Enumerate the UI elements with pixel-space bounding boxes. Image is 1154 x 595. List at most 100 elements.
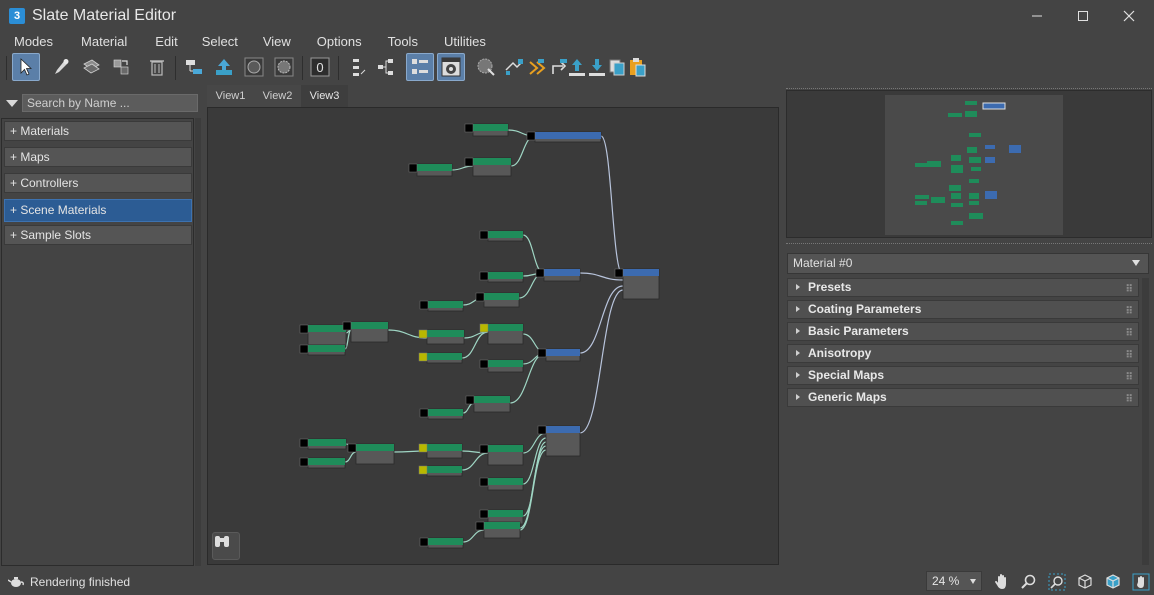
navigator-panel[interactable] bbox=[786, 90, 1152, 238]
delete-selected-button[interactable] bbox=[143, 53, 171, 81]
map-node[interactable] bbox=[418, 443, 463, 459]
tab-view1[interactable]: View1 bbox=[207, 85, 254, 107]
map-node[interactable] bbox=[418, 329, 465, 345]
navigator-map[interactable] bbox=[885, 95, 1063, 235]
map-node[interactable] bbox=[479, 230, 524, 242]
map-node[interactable] bbox=[419, 537, 464, 549]
map-node[interactable] bbox=[479, 444, 524, 466]
map-node[interactable] bbox=[479, 477, 524, 491]
put-material-to-scene-button[interactable] bbox=[77, 53, 105, 81]
browser-group-materials[interactable]: + Materials bbox=[4, 121, 192, 141]
close-button[interactable] bbox=[1106, 0, 1152, 31]
parameter-scrollbar[interactable] bbox=[1142, 278, 1149, 565]
node-wire[interactable] bbox=[522, 234, 545, 274]
map-node[interactable] bbox=[475, 292, 520, 308]
navigator-button[interactable] bbox=[212, 532, 240, 560]
menu-material[interactable]: Material bbox=[81, 33, 128, 49]
search-by-name-input[interactable] bbox=[22, 94, 198, 112]
menu-tools[interactable]: Tools bbox=[387, 33, 418, 49]
menu-modes[interactable]: Modes bbox=[14, 33, 54, 49]
pan-button[interactable] bbox=[992, 572, 1012, 592]
map-node[interactable] bbox=[465, 395, 511, 413]
layout-children-button[interactable] bbox=[372, 53, 400, 81]
node-graph-view[interactable] bbox=[207, 107, 779, 565]
map-node[interactable] bbox=[479, 509, 524, 525]
node-wire[interactable] bbox=[522, 437, 547, 485]
export-button[interactable] bbox=[563, 53, 591, 81]
menu-edit[interactable]: Edit bbox=[155, 33, 178, 49]
menu-select[interactable]: Select bbox=[201, 33, 238, 49]
browser-group-controllers[interactable]: + Controllers bbox=[4, 173, 192, 193]
map-node[interactable] bbox=[299, 438, 347, 450]
map-node[interactable] bbox=[419, 300, 464, 312]
map-node[interactable] bbox=[464, 123, 509, 137]
select-tool-button[interactable] bbox=[12, 53, 40, 81]
show-shaded-material-button[interactable] bbox=[240, 53, 268, 81]
parameter-editor-toggle[interactable] bbox=[437, 53, 465, 81]
import-button[interactable] bbox=[583, 53, 611, 81]
node-wire[interactable] bbox=[579, 272, 624, 281]
node-graph-canvas[interactable] bbox=[208, 108, 779, 565]
material-node[interactable] bbox=[614, 268, 660, 300]
move-children-to-right-button[interactable] bbox=[500, 53, 528, 81]
rollout-basic-parameters[interactable]: Basic Parameters⠿ bbox=[787, 322, 1139, 341]
map-node[interactable] bbox=[347, 443, 395, 465]
node-wire[interactable] bbox=[451, 165, 474, 171]
material-name-header[interactable]: Material #0 bbox=[787, 253, 1149, 274]
panel-splitter[interactable] bbox=[786, 243, 1152, 245]
rollout-presets[interactable]: Presets⠿ bbox=[787, 278, 1139, 297]
map-node[interactable] bbox=[418, 465, 463, 477]
pick-material-from-object-button[interactable] bbox=[47, 53, 75, 81]
chevron-down-icon[interactable] bbox=[1132, 260, 1140, 266]
map-node[interactable] bbox=[342, 321, 389, 343]
map-node[interactable] bbox=[299, 344, 346, 356]
zoom-extents-selected-button[interactable] bbox=[1103, 572, 1123, 592]
browser-group-scene-materials[interactable]: + Scene Materials bbox=[4, 199, 192, 222]
material-node[interactable] bbox=[535, 268, 581, 282]
menu-utilities[interactable]: Utilities bbox=[443, 33, 486, 49]
node-wire[interactable] bbox=[519, 449, 547, 531]
material-map-browser-toggle[interactable] bbox=[406, 53, 434, 81]
tab-view3[interactable]: View3 bbox=[301, 85, 348, 107]
material-id-channel-button[interactable]: 0 bbox=[306, 53, 334, 81]
tab-view2[interactable]: View2 bbox=[254, 85, 301, 107]
menu-options[interactable]: Options bbox=[316, 33, 362, 49]
node-wire[interactable] bbox=[461, 331, 489, 359]
zoom-button[interactable] bbox=[1019, 572, 1039, 592]
assign-material-to-selection-button[interactable] bbox=[107, 53, 135, 81]
show-background-button[interactable] bbox=[270, 53, 298, 81]
paste-button[interactable] bbox=[623, 53, 651, 81]
rollout-anisotropy[interactable]: Anisotropy⠿ bbox=[787, 344, 1139, 363]
map-node[interactable] bbox=[475, 521, 521, 539]
pan-to-selected-button[interactable] bbox=[1131, 572, 1151, 592]
map-node[interactable] bbox=[479, 271, 524, 283]
browser-scrollbar[interactable] bbox=[195, 118, 201, 566]
node-wire[interactable] bbox=[510, 135, 536, 167]
map-node[interactable] bbox=[419, 408, 464, 420]
copy-button[interactable] bbox=[603, 53, 631, 81]
hide-unused-nodeslots-button[interactable] bbox=[523, 53, 551, 81]
node-wire[interactable] bbox=[461, 452, 489, 471]
minimize-button[interactable] bbox=[1014, 0, 1060, 31]
zoom-extents-button[interactable] bbox=[1075, 572, 1095, 592]
select-by-material-button[interactable] bbox=[472, 53, 500, 81]
layout-all-vertical-button[interactable] bbox=[342, 53, 370, 81]
node-wire[interactable] bbox=[600, 135, 624, 276]
move-children-button[interactable] bbox=[180, 53, 208, 81]
map-node[interactable] bbox=[479, 323, 524, 345]
map-node[interactable] bbox=[408, 163, 453, 177]
material-node[interactable] bbox=[537, 425, 581, 457]
node-wire[interactable] bbox=[344, 329, 352, 350]
node-wire[interactable] bbox=[579, 285, 624, 354]
zoom-region-button[interactable] bbox=[1047, 572, 1067, 592]
browser-group-maps[interactable]: + Maps bbox=[4, 147, 192, 167]
map-node[interactable] bbox=[418, 352, 463, 364]
material-node[interactable] bbox=[526, 131, 602, 143]
show-end-result-button[interactable] bbox=[545, 53, 573, 81]
hide-unused-slots-button[interactable] bbox=[210, 53, 238, 81]
rollout-special-maps[interactable]: Special Maps⠿ bbox=[787, 366, 1139, 385]
rollout-coating-parameters[interactable]: Coating Parameters⠿ bbox=[787, 300, 1139, 319]
map-node[interactable] bbox=[299, 457, 346, 469]
menu-view[interactable]: View bbox=[262, 33, 291, 49]
node-wire[interactable] bbox=[344, 451, 357, 463]
